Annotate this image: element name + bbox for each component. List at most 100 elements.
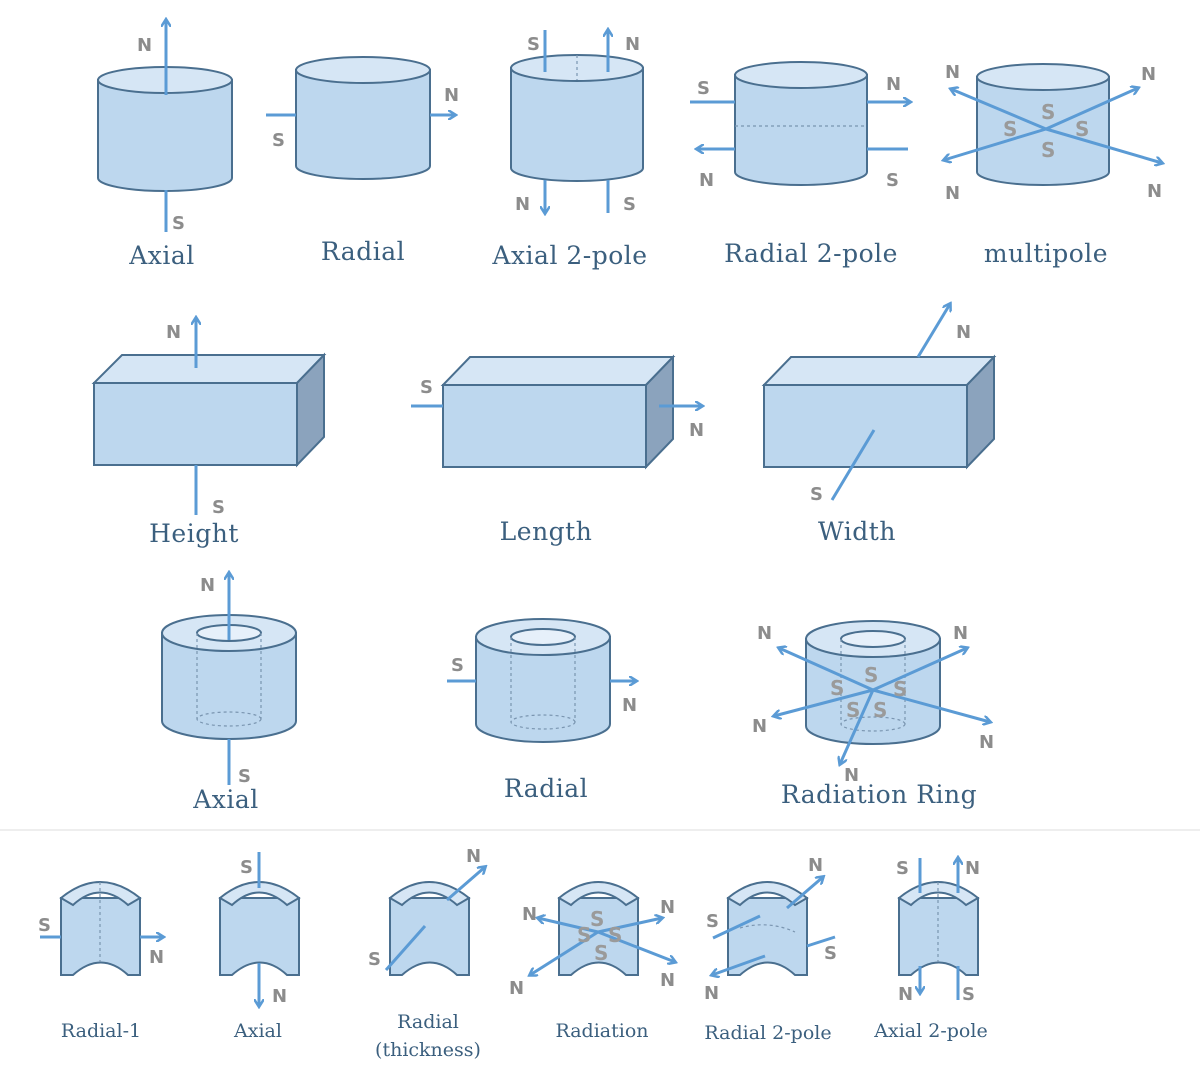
north-label: N	[956, 322, 971, 343]
north-label: N	[965, 858, 980, 879]
block-length: S N Length	[411, 354, 704, 546]
south-label: S	[368, 949, 381, 970]
north-label: N	[1141, 64, 1156, 85]
north-arrow-s	[840, 689, 875, 764]
caption-ring-radiation: Radiation Ring	[781, 780, 977, 809]
north-label: N	[757, 623, 772, 644]
north-arrow-ne	[872, 648, 967, 692]
south-label: S	[886, 170, 899, 191]
arc-axial: S N Axial	[218, 852, 301, 1042]
caption-radial-2-pole: Radial 2-pole	[724, 239, 898, 268]
north-label: N	[137, 35, 152, 56]
block-height: N S Height	[91, 318, 327, 548]
south-label: S	[1075, 117, 1089, 141]
north-arrow-sw	[944, 127, 1047, 160]
north-label: N	[1147, 181, 1162, 202]
south-label: S	[810, 484, 823, 505]
arc-radial-thickness: N S Radial (thickness)	[368, 846, 485, 1061]
south-label: S	[873, 698, 887, 722]
south-label: S	[1041, 100, 1055, 124]
south-label: S	[527, 34, 540, 55]
caption-arc-radial-2-pole: Radial 2-pole	[704, 1022, 831, 1044]
caption-axial: Axial	[128, 241, 195, 270]
caption-arc-radiation: Radiation	[555, 1020, 648, 1042]
caption-arc-radial-1: Radial-1	[61, 1020, 141, 1042]
south-label: S	[896, 858, 909, 879]
north-label: N	[166, 322, 181, 343]
north-label: N	[444, 85, 459, 106]
arc-axial-2-pole: S N N S Axial 2-pole	[873, 858, 988, 1042]
north-arrow-nw	[951, 89, 1047, 131]
north-label: N	[979, 732, 994, 753]
south-label: S	[1003, 117, 1017, 141]
north-label: N	[660, 897, 675, 918]
caption-radial: Radial	[321, 237, 405, 266]
cylinder-radial: S N Radial	[266, 56, 459, 266]
north-label: N	[522, 904, 537, 925]
north-label: N	[945, 183, 960, 204]
south-label: S	[623, 194, 636, 215]
north-label: N	[752, 716, 767, 737]
south-label: S	[240, 857, 253, 878]
north-arrow	[446, 867, 485, 902]
cylinder-axial: N S Axial	[97, 20, 233, 270]
south-label: S	[238, 766, 251, 787]
caption-length: Length	[500, 517, 593, 546]
south-label: S	[212, 497, 225, 518]
north-arrow-left	[712, 954, 766, 975]
caption-ring-radial: Radial	[504, 774, 588, 803]
south-label: S	[420, 377, 433, 398]
north-label: N	[622, 695, 637, 716]
north-arrow-se	[872, 688, 990, 722]
south-label: S	[962, 984, 975, 1005]
cylinder-multipole: S S S S N N N N multipole	[944, 62, 1162, 268]
south-line-right	[806, 935, 836, 948]
south-line	[830, 429, 876, 501]
north-arrow-nw	[779, 648, 874, 692]
south-label: S	[697, 78, 710, 99]
arc-radial-2-pole: N S N S Radial 2-pole	[704, 855, 837, 1044]
north-label: N	[953, 623, 968, 644]
north-arrow-se	[1045, 127, 1162, 163]
south-label: S	[706, 911, 719, 932]
south-label: S	[594, 941, 608, 965]
north-label: N	[844, 765, 859, 786]
south-line	[712, 914, 761, 940]
south-label: S	[1041, 138, 1055, 162]
north-arrow	[916, 304, 950, 358]
caption-arc-axial-2-pole: Axial 2-pole	[873, 1020, 987, 1042]
north-label: N	[660, 970, 675, 991]
north-arrow-nw	[538, 918, 599, 934]
ring-radial: S N Radial	[447, 618, 637, 803]
caption-multipole: multipole	[984, 239, 1108, 268]
north-label: N	[898, 984, 913, 1005]
south-label: S	[590, 907, 604, 931]
north-arrow-sw	[530, 930, 599, 975]
caption-axial-2-pole: Axial 2-pole	[491, 241, 647, 270]
south-label: S	[608, 923, 622, 947]
north-label: N	[149, 947, 164, 968]
north-arrow-ne	[1045, 88, 1138, 131]
caption-width: Width	[818, 517, 896, 546]
north-label: N	[509, 978, 524, 999]
north-label: N	[272, 986, 287, 1007]
north-label: N	[689, 420, 704, 441]
north-arrow	[786, 877, 823, 910]
block-width: N S Width	[761, 304, 997, 546]
north-label: N	[704, 983, 719, 1004]
south-label: S	[830, 676, 844, 700]
south-label: S	[172, 213, 185, 234]
north-label: N	[515, 194, 530, 215]
north-label: N	[466, 846, 481, 867]
south-label: S	[846, 698, 860, 722]
caption-height: Height	[149, 519, 239, 548]
ring-radiation: S S S S S N N N N N Radiation Ring	[752, 620, 994, 809]
north-label: N	[808, 855, 823, 876]
ring-axial: N S Axial	[161, 573, 297, 814]
arc-radial-1: S N Radial-1	[38, 881, 164, 1042]
south-label: S	[824, 943, 837, 964]
south-label: S	[864, 663, 878, 687]
cylinder-axial-2-pole: S N N S Axial 2-pole	[491, 30, 647, 270]
caption-arc-axial: Axial	[233, 1020, 282, 1042]
